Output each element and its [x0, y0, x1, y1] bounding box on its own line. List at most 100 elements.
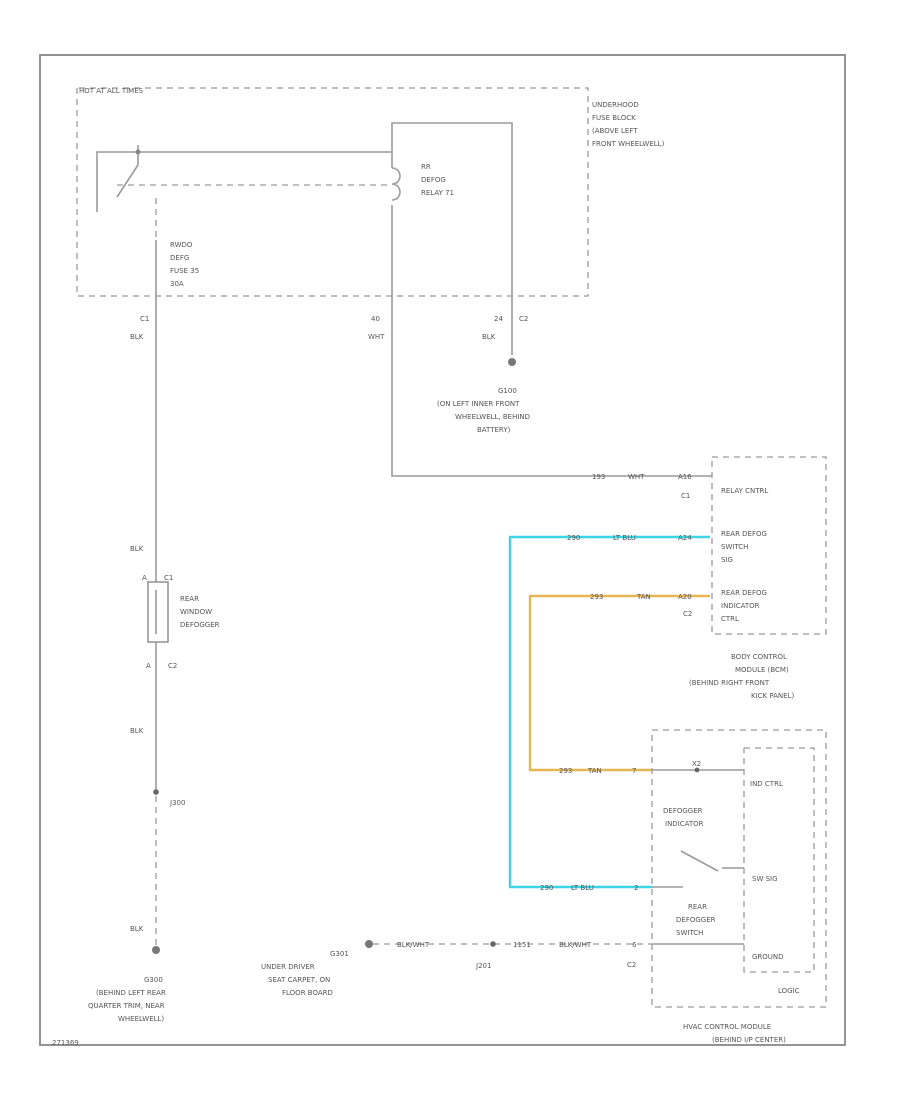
g300-label-1: G300 — [144, 976, 163, 984]
g100-symbol — [508, 358, 516, 366]
switch-sig-color: LT BLU — [613, 534, 636, 542]
bcm-switch-sig-3: SIG — [721, 556, 733, 564]
switch-sig-pin: A24 — [678, 534, 692, 542]
ground-label: GROUND — [752, 953, 784, 961]
defogger-label-3: DEFOGGER — [180, 621, 220, 629]
ground-circuit: 1151 — [513, 941, 531, 949]
hvac-logic-box — [743, 747, 815, 973]
relay-box — [391, 122, 513, 290]
j201-label: J201 — [475, 962, 491, 970]
wire-blk-4: BLK — [130, 727, 144, 735]
relay-ctrl-conn: C1 — [681, 492, 690, 500]
bcm-label-1: BODY CONTROL — [731, 653, 787, 661]
hvac-tan-pin: 7 — [632, 767, 636, 775]
pin-c2-top: C2 — [519, 315, 528, 323]
wire-blk-1: BLK — [130, 333, 144, 341]
bcm-indicator-3: CTRL — [721, 615, 739, 623]
defogger-pin-top: A — [142, 574, 147, 582]
fuse-switch — [116, 164, 139, 198]
relay-label-2: DEFOG — [421, 176, 446, 184]
hvac-module-label-2: (BEHIND I/P CENTER) — [712, 1036, 786, 1044]
fuse-block-label-4: FRONT WHEELWELL) — [592, 140, 665, 148]
rear-defogger-switch-3: SWITCH — [676, 929, 703, 937]
wire-blk-5: BLK — [130, 925, 144, 933]
feed-node — [135, 149, 141, 155]
relay-control-wire — [391, 290, 712, 477]
ground-pin: 6 — [632, 941, 637, 949]
fuse-label-4: 30A — [170, 280, 184, 288]
g301-symbol — [365, 940, 373, 948]
g301-label-1: G301 — [330, 950, 349, 958]
hvac-junction: X2 — [692, 760, 701, 768]
lt-blu-wire[interactable] — [508, 535, 710, 889]
defogger-indicator-2: INDICATOR — [665, 820, 704, 828]
g300-label-4: WHEELWELL) — [118, 1015, 164, 1023]
relay-coil — [391, 167, 401, 201]
g301-label-3: SEAT CARPET, ON — [268, 976, 330, 984]
fuse-label-3: FUSE 35 — [170, 267, 199, 275]
fuse-block-label-3: (ABOVE LEFT — [592, 127, 638, 135]
wire-blk-3: BLK — [130, 545, 144, 553]
rear-defogger — [147, 581, 169, 643]
wire-wht-1: WHT — [368, 333, 385, 341]
bcm-indicator-2: INDICATOR — [721, 602, 760, 610]
g100-label-2: (ON LEFT INNER FRONT — [437, 400, 520, 408]
logic-label: LOGIC — [778, 987, 800, 995]
pin-c1-mid: 40 — [371, 315, 380, 323]
g300-label-2: (BEHIND LEFT REAR — [96, 989, 166, 997]
g100-label-4: BATTERY) — [477, 426, 511, 434]
defogger-indicator-1: DEFOGGER — [663, 807, 703, 815]
tan-wire[interactable] — [528, 594, 710, 772]
relay-ctrl-pin: A16 — [678, 473, 692, 481]
underhood-fuse-block-box — [76, 87, 589, 297]
bus-bar — [96, 151, 392, 212]
hvac-tan-color: TAN — [587, 767, 602, 775]
j201-node — [490, 941, 496, 947]
defogger-label-1: REAR — [180, 595, 199, 603]
defogger-label-2: WINDOW — [180, 608, 212, 616]
indicator-switch — [680, 850, 744, 872]
ground-wire-color: BLK/WHT — [397, 941, 430, 949]
figure-id: 271369 — [52, 1039, 79, 1047]
g301-label-4: FLOOR BOARD — [282, 989, 333, 997]
relay-ctrl-color: WHT — [628, 473, 645, 481]
ground-conn: C2 — [627, 961, 636, 969]
defogger-conn-bottom: C2 — [168, 662, 177, 670]
ind-ctrl-label: IND CTRL — [750, 780, 783, 788]
relay-label-1: RR — [421, 163, 431, 171]
hvac-blue-pin: 2 — [634, 884, 638, 892]
bcm-switch-sig-1: REAR DEFOG — [721, 530, 767, 538]
bcm-label-2: MODULE (BCM) — [735, 666, 789, 674]
diagram-frame — [39, 54, 846, 1046]
hvac-tan-circuit: 293 — [559, 767, 572, 775]
hvac-blue-circuit: 290 — [540, 884, 553, 892]
defogger-conn-top: C1 — [164, 574, 173, 582]
pin-c1-left: C1 — [140, 315, 149, 323]
bcm-switch-sig-2: SWITCH — [721, 543, 748, 551]
bcm-label-4: KICK PANEL) — [751, 692, 794, 700]
sw-sig-label: SW SIG — [752, 875, 778, 883]
hvac-module-box — [651, 729, 827, 1008]
wire-blk-2: BLK — [482, 333, 496, 341]
relay-ctrl-circuit: 193 — [592, 473, 605, 481]
g100-label-3: WHEELWELL, BEHIND — [455, 413, 530, 421]
g301-label-2: UNDER DRIVER — [261, 963, 315, 971]
relay-label-3: RELAY 71 — [421, 189, 454, 197]
pin-24: 24 — [494, 315, 503, 323]
rear-defogger-switch-2: DEFOGGER — [676, 916, 716, 924]
hvac-blue-color: LT BLU — [571, 884, 594, 892]
fuse-label-1: RWDO — [170, 241, 193, 249]
hot-at-all-times-label: HOT AT ALL TIMES — [79, 87, 144, 95]
hvac-module-label-1: HVAC CONTROL MODULE — [683, 1023, 771, 1031]
g100-label-1: G100 — [498, 387, 517, 395]
fuse-block-label-2: FUSE BLOCK — [592, 114, 636, 122]
fuse-block-label-1: UNDERHOOD — [592, 101, 639, 109]
j300-label: J300 — [169, 799, 185, 807]
fuse-label-2: DEFG — [170, 254, 189, 262]
bcm-label-3: (BEHIND RIGHT FRONT — [689, 679, 770, 687]
bcm-indicator-1: REAR DEFOG — [721, 589, 767, 597]
ground-color: BLK/WHT — [559, 941, 592, 949]
hvac-junction-node — [694, 767, 700, 773]
bcm-box — [711, 456, 827, 635]
